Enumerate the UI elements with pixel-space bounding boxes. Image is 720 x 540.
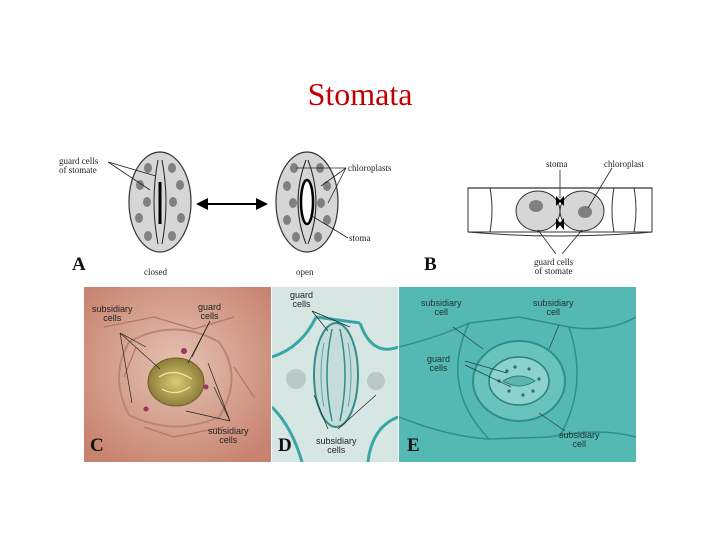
label-open: open xyxy=(296,267,314,277)
label-line-1: subsidiary xyxy=(208,426,249,436)
label-line-2: cells xyxy=(327,445,346,455)
open-stomate xyxy=(275,151,339,253)
label-guard-cells-d: guard cells xyxy=(290,291,313,309)
label-line-2: cells xyxy=(429,363,448,373)
double-arrow-icon xyxy=(196,198,268,210)
label-guard-cells-e: guard cells xyxy=(427,355,450,373)
panel-b-leader-lines xyxy=(537,167,613,255)
panel-letter-b: B xyxy=(424,254,437,275)
label-stoma-b: stoma xyxy=(546,159,568,169)
panel-letter-e: E xyxy=(407,435,420,456)
label-stoma: stoma xyxy=(349,233,371,243)
photo-e: subsidiary cell subsidiary cell guard ce… xyxy=(399,287,636,462)
label-line-1: guard xyxy=(198,302,222,312)
label-line-2: of stomate xyxy=(59,165,97,175)
label-subsidiary-cells-c-bottom: subsidiary cells xyxy=(208,427,249,445)
label-line-2: cell xyxy=(546,307,561,317)
label-subsidiary-cells-d: subsidiary cells xyxy=(316,437,357,455)
label-guard-cells-c: guard cells xyxy=(198,303,221,321)
label-subsidiary-cell-e-left: subsidiary cell xyxy=(421,299,462,317)
label-line-2: cells xyxy=(200,311,219,321)
panel-letter-a: A xyxy=(72,254,86,275)
label-line-2: cell xyxy=(434,307,449,317)
panel-letter-c: C xyxy=(90,435,104,456)
label-line-2: cells xyxy=(292,299,311,309)
label-subsidiary-cell-e-bottom: subsidiary cell xyxy=(559,431,600,449)
label-line-2: cells xyxy=(219,435,238,445)
label-line-1: subsidiary xyxy=(533,298,574,308)
label-line-1: subsidiary xyxy=(559,430,600,440)
label-line-1: subsidiary xyxy=(92,304,133,314)
photo-c-drawing xyxy=(84,287,271,462)
label-line-1: subsidiary xyxy=(316,436,357,446)
closed-stomate xyxy=(128,151,192,253)
label-chloroplast-b: chloroplast xyxy=(604,159,644,169)
label-closed: closed xyxy=(144,267,167,277)
photo-c: subsidiary cells guard cells subsidiary … xyxy=(84,287,271,462)
label-line-2: cells xyxy=(103,313,122,323)
label-line-1: subsidiary xyxy=(421,298,462,308)
label-line-2: cell xyxy=(572,439,587,449)
photo-e-drawing xyxy=(399,287,636,462)
label-line-2: of stomate xyxy=(534,266,573,276)
photo-d-drawing xyxy=(272,287,398,462)
slide-title: Stomata xyxy=(307,76,413,112)
label-line-1: guard xyxy=(290,290,314,300)
panel-letter-d: D xyxy=(278,435,292,456)
label-line-1: guard xyxy=(427,354,451,364)
panel-a-leader-lines xyxy=(107,161,349,239)
label-guard-cells-of-stomate: guard cells of stomate xyxy=(59,157,98,175)
label-subsidiary-cell-e-right: subsidiary cell xyxy=(533,299,574,317)
label-line-1: guard cells xyxy=(59,156,99,166)
label-line-1: guard cells xyxy=(534,257,574,267)
photo-d: guard cells subsidiary cells D xyxy=(272,287,398,462)
label-guard-cells-of-stomate-b: guard cells of stomate xyxy=(534,258,573,276)
label-subsidiary-cells-c: subsidiary cells xyxy=(92,305,133,323)
label-chloroplasts: chloroplasts xyxy=(348,163,392,173)
